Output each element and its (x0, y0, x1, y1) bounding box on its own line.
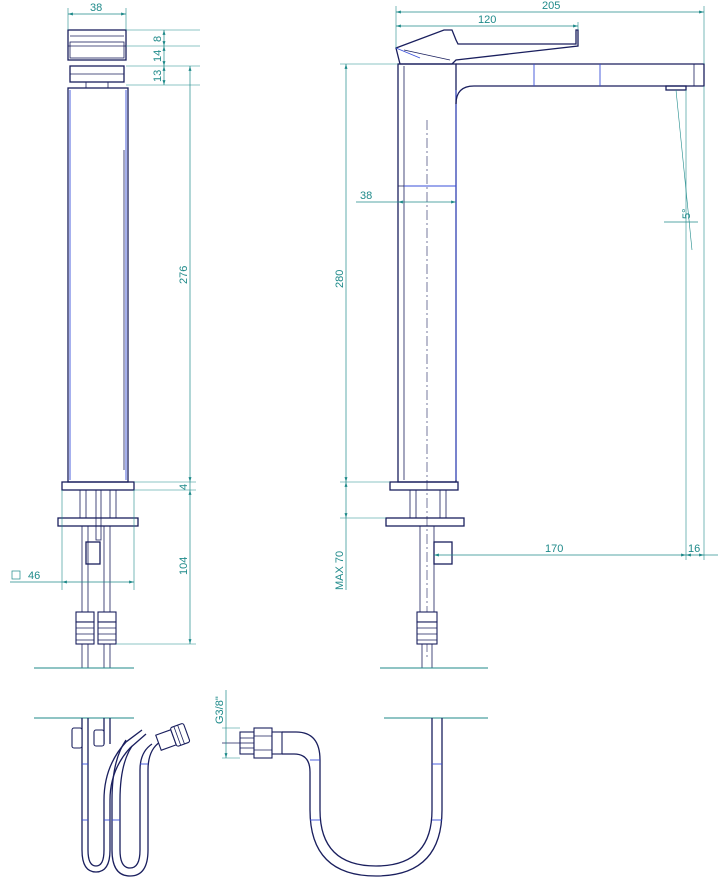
front-view (34, 29, 139, 669)
front-dimensions: 38 8 14 13 276 4 104 46 (10, 2, 200, 645)
side-deck-plate (385, 517, 465, 527)
dim-cartridge-height: 13 (152, 70, 164, 82)
dim-base-plate: 4 (178, 484, 190, 490)
front-hose-nuts (75, 611, 117, 645)
front-body (67, 87, 129, 483)
side-dimensions: 205 120 38 280 MAX 70 5° 170 16 (334, 0, 718, 590)
side-u-hose (282, 718, 433, 867)
hose-detail-front (34, 717, 191, 877)
dim-side-width: 38 (360, 190, 372, 202)
side-base-plate (389, 481, 459, 491)
dim-spout-angle: 5° (681, 208, 693, 219)
dim-max-deck: MAX 70 (334, 551, 346, 590)
side-lever-handle (395, 29, 579, 65)
dim-total-reach: 205 (542, 0, 560, 12)
dim-handle-length: 120 (478, 14, 496, 26)
dim-thread: G3/8" (214, 696, 226, 724)
hose-detail-side: G3/8" (214, 690, 488, 877)
dim-outlet-offset: 16 (688, 543, 700, 555)
dim-connection-length: 104 (178, 557, 190, 575)
dim-neck-height: 14 (152, 50, 164, 62)
side-hose-nut (416, 611, 438, 645)
dim-base-square: 46 (28, 570, 40, 582)
front-base-plate (61, 481, 135, 491)
front-handle (67, 29, 127, 61)
dim-body-height: 276 (178, 266, 190, 284)
dim-front-width: 38 (90, 2, 102, 14)
dim-spout-reach: 170 (545, 543, 563, 555)
dim-handle-height: 8 (152, 36, 164, 42)
dim-spout-height: 280 (334, 270, 346, 288)
front-deck-plate (57, 517, 139, 527)
side-view (380, 29, 705, 669)
side-spout (455, 63, 705, 105)
